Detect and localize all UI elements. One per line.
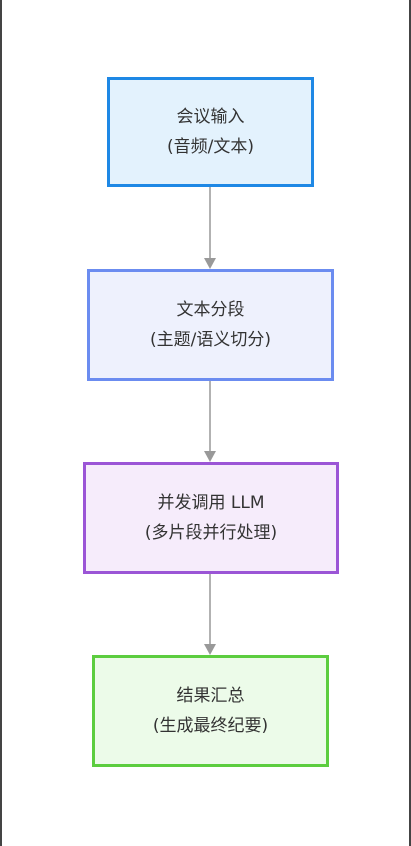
node-result-summary: 结果汇总 (生成最终纪要) [92,655,329,767]
node-title: 文本分段 [176,300,245,320]
node-subtitle: (主题/语义切分) [150,330,271,350]
node-concurrent-llm-calls: 并发调用 LLM (多片段并行处理) [83,462,339,574]
node-title: 结果汇总 [176,686,245,706]
node-subtitle: (生成最终纪要) [152,716,269,736]
node-meeting-input: 会议输入 (音频/文本) [107,77,314,187]
arrowhead-down-icon [204,451,216,462]
node-title: 会议输入 [176,107,245,127]
node-title: 并发调用 LLM [157,493,265,513]
node-text-segmentation: 文本分段 (主题/语义切分) [87,269,334,381]
node-subtitle: (多片段并行处理) [144,523,278,543]
arrowhead-down-icon [204,258,216,269]
arrowhead-down-icon [204,644,216,655]
node-subtitle: (音频/文本) [167,137,254,157]
